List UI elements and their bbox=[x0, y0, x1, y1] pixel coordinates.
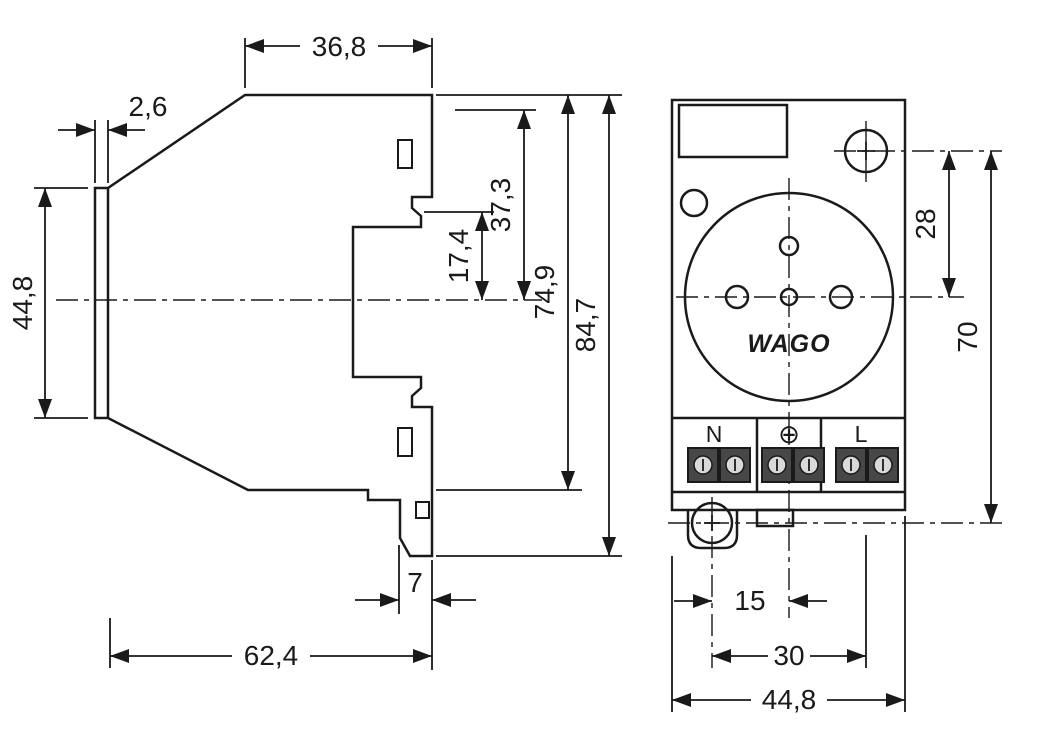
dim-side-total-depth: 62,4 bbox=[109, 618, 432, 671]
terminal-section: N ⊕ L bbox=[672, 416, 905, 494]
clip-window-top bbox=[397, 139, 413, 169]
foot-window bbox=[415, 501, 430, 519]
dim-side-flange-thickness: 2,6 bbox=[58, 91, 167, 183]
dim-front-total-width: 44,8 bbox=[671, 516, 906, 715]
dim-front-hole-spacing-vertical: 70 bbox=[952, 151, 998, 523]
dim-label-top-to-center: 37,3 bbox=[485, 178, 516, 233]
dim-side-top-to-center: 37,3 bbox=[455, 109, 536, 300]
dim-label-hole-spacing-horizontal: 30 bbox=[773, 640, 804, 671]
dim-label-hole-to-center: 28 bbox=[910, 208, 941, 239]
dim-label-total-height: 84,7 bbox=[570, 298, 601, 353]
side-view bbox=[56, 93, 542, 558]
indicator-hole bbox=[679, 188, 709, 218]
terminal-label-line: L bbox=[855, 421, 868, 447]
mounting-screw-bottom bbox=[668, 497, 1002, 668]
terminal-block-earth bbox=[761, 447, 825, 483]
dim-side-body-height: 74,9 bbox=[436, 94, 622, 491]
side-view-dimensions: 36,8 2,6 44,8 17,4 bbox=[7, 31, 622, 671]
dim-label-front-total-width: 44,8 bbox=[762, 684, 817, 715]
dim-side-flange-height: 44,8 bbox=[7, 187, 88, 419]
din-latch bbox=[677, 103, 789, 159]
dim-label-body-height: 74,9 bbox=[529, 265, 560, 320]
dim-label-hole-spacing-vertical: 70 bbox=[952, 321, 983, 352]
clip-window-bottom bbox=[397, 427, 413, 457]
dim-front-center-to-hole: 15 bbox=[674, 585, 827, 616]
terminal-block-line bbox=[835, 447, 899, 483]
dim-front-hole-to-center: 28 bbox=[910, 151, 956, 297]
dim-side-top-width: 36,8 bbox=[244, 31, 433, 88]
dim-label-top-width: 36,8 bbox=[312, 31, 367, 62]
dim-label-total-depth: 62,4 bbox=[244, 640, 299, 671]
dim-side-rail-to-center: 17,4 bbox=[424, 211, 494, 300]
dim-front-hole-spacing-horizontal: 30 bbox=[712, 535, 867, 671]
dim-label-flange-height: 44,8 bbox=[7, 276, 38, 331]
terminal-label-neutral: N bbox=[706, 421, 723, 447]
dim-side-foot-width: 7 bbox=[355, 545, 476, 670]
mounting-screw-top bbox=[834, 121, 1002, 183]
front-view: WAGO N ⊕ L bbox=[668, 98, 1002, 668]
dim-label-foot-width: 7 bbox=[407, 567, 423, 598]
terminal-block-neutral bbox=[687, 447, 751, 483]
dim-label-rail-to-center: 17,4 bbox=[443, 229, 474, 284]
side-view-outline bbox=[93, 93, 434, 558]
dim-side-total-height: 84,7 bbox=[436, 95, 622, 557]
bottom-middle-tab bbox=[755, 508, 795, 528]
terminal-label-earth: ⊕ bbox=[778, 419, 800, 449]
dim-label-center-to-hole: 15 bbox=[734, 585, 765, 616]
dim-label-flange-thickness: 2,6 bbox=[129, 91, 168, 122]
front-view-dimensions: 28 70 15 30 44,8 bbox=[671, 151, 998, 715]
